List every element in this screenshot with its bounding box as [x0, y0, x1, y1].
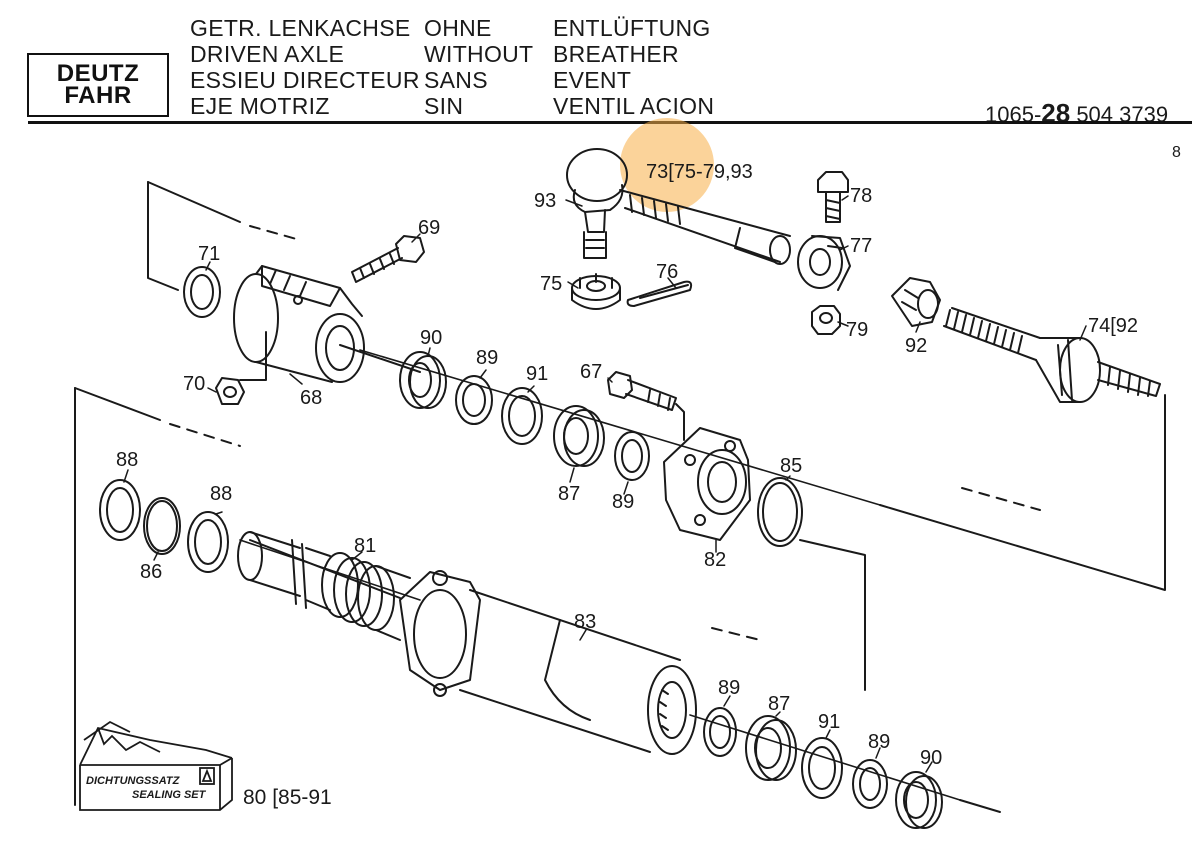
sealing-set-en: SEALING SET	[132, 789, 206, 801]
sealing-set-box	[79, 720, 233, 811]
title-fr: ESSIEU DIRECTEUR	[190, 67, 420, 93]
upper-axis-line	[359, 349, 881, 506]
logo-line-2: FAHR	[64, 82, 132, 109]
leader-lines	[123, 195, 1087, 773]
callout-90-upper: 90	[420, 327, 442, 349]
sealing-set-de: DICHTUNGSSATZ	[86, 775, 180, 787]
seal-87-upper	[553, 405, 605, 467]
callout-89-upper: 89	[476, 347, 498, 369]
sealing-set-range: 80 [85-91	[243, 786, 332, 809]
clamp-77	[797, 235, 851, 291]
callout-83: 83	[574, 611, 596, 633]
title-es: EJE MOTRIZ	[190, 93, 330, 119]
ring-86	[143, 497, 181, 555]
without-de: OHNE	[424, 15, 492, 41]
breather-es: VENTIL ACION	[553, 93, 715, 119]
deutz-fahr-logo: DEUTZ FAHR	[27, 53, 169, 117]
callout-87-lower: 87	[768, 693, 790, 715]
inner-tie-rod-74	[943, 307, 1161, 403]
callout-88-left: 88	[116, 449, 138, 471]
callout-89-upper-b: 89	[612, 491, 634, 513]
shaft-81	[237, 531, 411, 641]
title-de: GETR. LENKACHSE	[190, 15, 411, 41]
ring-71	[183, 266, 221, 318]
ring-89-upper-b	[614, 431, 650, 481]
ring-88-left	[99, 479, 141, 541]
bolt-69	[351, 235, 425, 283]
callout-76: 76	[656, 261, 678, 283]
callout-73: 73[75-79,93	[646, 161, 753, 183]
page-number: 8	[1172, 144, 1181, 161]
without-es: SIN	[424, 93, 464, 119]
callout-77: 77	[850, 235, 872, 257]
without-fr: SANS	[424, 67, 488, 93]
callout-85: 85	[780, 455, 802, 477]
housing-83	[399, 570, 697, 755]
callout-78: 78	[850, 185, 872, 207]
lower-frame-lines	[74, 387, 1001, 813]
callout-69: 69	[418, 217, 440, 239]
callout-93: 93	[534, 190, 556, 212]
callout-71: 71	[198, 243, 220, 265]
ring-88-right	[187, 511, 229, 573]
bolt-67	[607, 371, 685, 441]
upper-frame-lines	[147, 181, 1166, 591]
callout-91-lower: 91	[818, 711, 840, 733]
flange-82	[663, 427, 751, 541]
callout-89-lower-b: 89	[868, 731, 890, 753]
breather-fr: EVENT	[553, 67, 632, 93]
callout-86: 86	[140, 561, 162, 583]
title-column-without: OHNE WITHOUT SANS SIN	[424, 15, 533, 119]
dust-boot-92	[891, 277, 941, 327]
clamp-housing-68	[233, 265, 365, 383]
callout-89-lower: 89	[718, 677, 740, 699]
seal-87-lower	[745, 715, 797, 781]
header-rule	[28, 121, 1192, 124]
title-column-breather: ENTLÜFTUNG BREATHER EVENT VENTIL ACION	[553, 15, 714, 119]
callout-labels: 73[75-79,93 93 78 77 76 75 79 92 74[92 6…	[116, 161, 1138, 769]
callout-75: 75	[540, 273, 562, 295]
breather-de: ENTLÜFTUNG	[553, 15, 711, 41]
callout-91-upper: 91	[526, 363, 548, 385]
breather-en: BREATHER	[553, 41, 679, 67]
callout-68: 68	[300, 387, 322, 409]
seal-91-lower	[801, 737, 843, 799]
callout-92: 92	[905, 335, 927, 357]
o-ring-85	[757, 477, 803, 547]
ring-89-lower-b	[852, 759, 888, 809]
callout-81: 81	[354, 535, 376, 557]
nut-70	[215, 377, 245, 405]
without-en: WITHOUT	[424, 41, 534, 67]
callout-70: 70	[183, 373, 205, 395]
callout-82: 82	[704, 549, 726, 571]
callout-87-upper: 87	[558, 483, 580, 505]
callout-90-lower: 90	[920, 747, 942, 769]
callout-79: 79	[846, 319, 868, 341]
nut-79	[811, 305, 841, 335]
highlight-marker	[620, 118, 714, 212]
castle-nut-75	[571, 273, 621, 310]
tie-rod-end-93	[566, 148, 791, 265]
bolt-78	[817, 171, 849, 223]
split-pin-76	[626, 280, 693, 307]
logo-line-1: DEUTZ	[56, 60, 140, 87]
title-column-axle: GETR. LENKACHSE DRIVEN AXLE ESSIEU DIREC…	[190, 15, 420, 119]
callout-88-right: 88	[210, 483, 232, 505]
seal-91-upper	[501, 387, 543, 445]
seal-90-lower	[895, 771, 943, 829]
callout-74: 74[92	[1088, 315, 1138, 337]
ring-89-upper	[455, 375, 493, 425]
seal-90-upper	[399, 351, 447, 409]
title-en: DRIVEN AXLE	[190, 41, 345, 67]
ring-89-lower	[703, 707, 737, 757]
sealing-set-label: DICHTUNGSSATZ SEALING SET	[86, 774, 205, 802]
callout-67: 67	[580, 361, 602, 383]
